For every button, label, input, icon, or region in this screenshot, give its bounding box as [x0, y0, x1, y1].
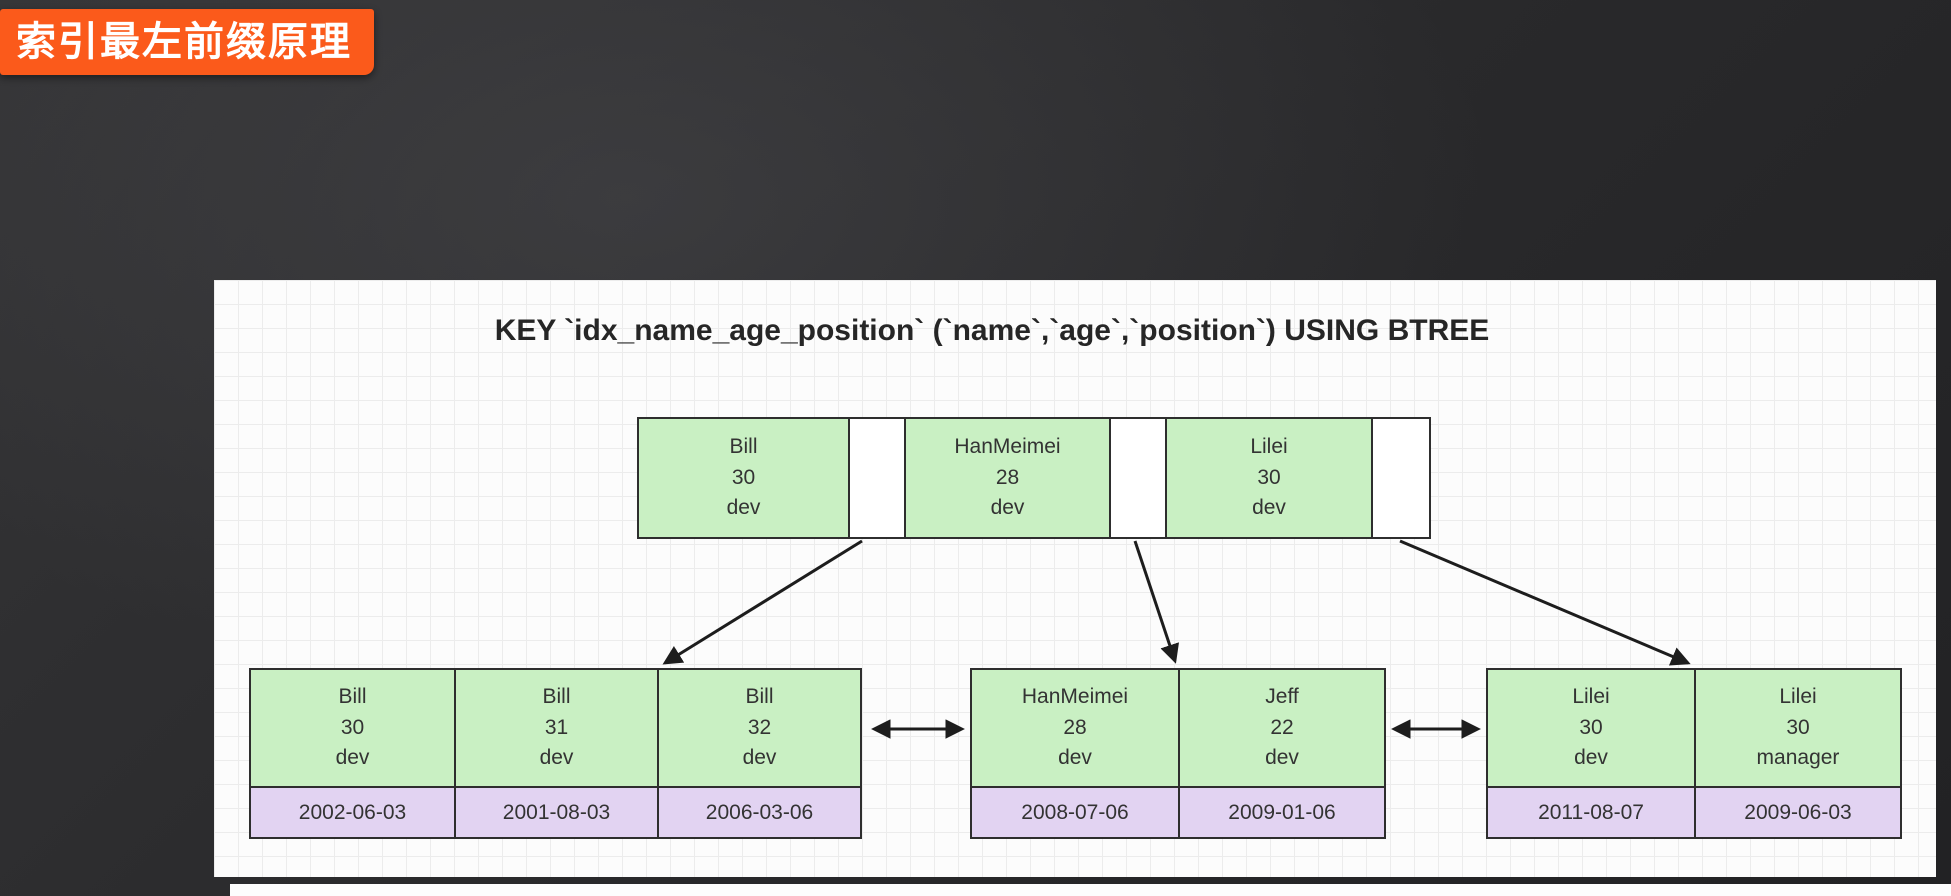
leaf-record: Bill 32 dev 2006-03-06 — [657, 670, 860, 837]
record-age: 31 — [544, 715, 569, 739]
index-key-title: KEY `idx_name_age_position` (`name`,`age… — [494, 314, 1490, 347]
leaf-record: Jeff 22 dev 2009-01-06 — [1178, 670, 1384, 837]
record-position: dev — [990, 496, 1025, 520]
record-values: Bill 32 dev — [659, 670, 860, 786]
record-age: 32 — [747, 715, 772, 739]
record-age: 30 — [1257, 465, 1281, 489]
record-name: HanMeimei — [1021, 685, 1129, 709]
record-name: HanMeimei — [954, 435, 1061, 459]
root-key-cell: Bill 30 dev — [639, 419, 848, 537]
record-name: Lilei — [1572, 685, 1610, 709]
record-position: manager — [1756, 746, 1840, 770]
record-position: dev — [1252, 496, 1286, 520]
record-position: dev — [335, 746, 370, 770]
record-date: 2006-03-06 — [659, 786, 860, 837]
record-date: 2008-07-06 — [972, 786, 1178, 837]
record-age: 30 — [1786, 715, 1810, 739]
record-name: Bill — [745, 685, 774, 709]
btree-root-node: Bill 30 dev HanMeimei 28 dev Lilei 30 de… — [637, 417, 1431, 539]
record-position: dev — [539, 746, 574, 770]
record-position: dev — [1058, 746, 1092, 770]
bottom-window-strip — [230, 884, 1951, 896]
root-pointer-cell — [1109, 419, 1165, 537]
leaf-record: Bill 30 dev 2002-06-03 — [251, 670, 454, 837]
slide-title-badge: 索引最左前缀原理 — [0, 9, 374, 75]
record-date: 2009-01-06 — [1180, 786, 1384, 837]
record-age: 28 — [1063, 715, 1087, 739]
btree-leaf-node-1: Bill 30 dev 2002-06-03 Bill 31 dev 2001-… — [249, 668, 862, 839]
leaf-record: Lilei 30 dev 2011-08-07 — [1488, 670, 1694, 837]
record-name: Bill — [338, 685, 367, 709]
leaf-record: Bill 31 dev 2001-08-03 — [454, 670, 657, 837]
record-name: Bill — [729, 435, 758, 459]
record-values: Bill 31 dev — [456, 670, 657, 786]
record-name: Bill — [542, 685, 571, 709]
root-key-cell: HanMeimei 28 dev — [904, 419, 1109, 537]
record-position: dev — [726, 496, 761, 520]
leaf-record: HanMeimei 28 dev 2008-07-06 — [972, 670, 1178, 837]
root-pointer-cell — [1371, 419, 1429, 537]
btree-leaf-node-3: Lilei 30 dev 2011-08-07 Lilei 30 manager… — [1486, 668, 1902, 839]
record-date: 2001-08-03 — [456, 786, 657, 837]
record-values: Jeff 22 dev — [1180, 670, 1384, 786]
record-values: Bill 30 dev — [251, 670, 454, 786]
record-values: Lilei 30 manager — [1696, 670, 1900, 786]
record-date: 2011-08-07 — [1488, 786, 1694, 837]
leaf-record: Lilei 30 manager 2009-06-03 — [1694, 670, 1900, 837]
record-age: 22 — [1270, 715, 1294, 739]
root-pointer-cell — [848, 419, 904, 537]
record-values: Lilei 30 dev — [1488, 670, 1694, 786]
arrow-root-to-leaf2-icon — [1133, 540, 1180, 664]
record-name: Lilei — [1250, 435, 1288, 459]
arrow-root-to-leaf3-icon — [1399, 539, 1691, 666]
btree-diagram-panel: KEY `idx_name_age_position` (`name`,`age… — [214, 280, 1936, 877]
record-name: Jeff — [1265, 685, 1299, 709]
record-position: dev — [1574, 746, 1608, 770]
root-key-cell: Lilei 30 dev — [1165, 419, 1371, 537]
record-position: dev — [742, 746, 777, 770]
record-date: 2002-06-03 — [251, 786, 454, 837]
record-age: 30 — [340, 715, 365, 739]
arrow-root-to-leaf1-icon — [662, 539, 863, 665]
record-date: 2009-06-03 — [1696, 786, 1900, 837]
record-age: 28 — [995, 465, 1020, 489]
record-position: dev — [1265, 746, 1299, 770]
record-values: HanMeimei 28 dev — [972, 670, 1178, 786]
btree-leaf-node-2: HanMeimei 28 dev 2008-07-06 Jeff 22 dev … — [970, 668, 1386, 839]
record-name: Lilei — [1779, 685, 1817, 709]
record-age: 30 — [731, 465, 756, 489]
record-age: 30 — [1579, 715, 1603, 739]
